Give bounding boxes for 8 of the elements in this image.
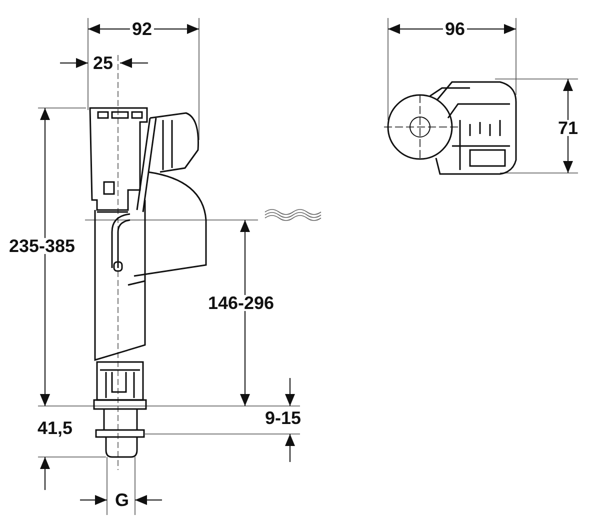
dimension-value: 9-15 (262, 410, 304, 426)
dimension-value: 235-385 (6, 238, 78, 254)
dimension-value: 92 (130, 21, 154, 37)
dimension-value: 96 (442, 21, 468, 37)
dimension-value: 25 (90, 55, 116, 71)
dimension-value: G (113, 492, 131, 508)
dimension-value: 41,5 (35, 420, 75, 436)
dimension-value: 71 (556, 120, 580, 136)
